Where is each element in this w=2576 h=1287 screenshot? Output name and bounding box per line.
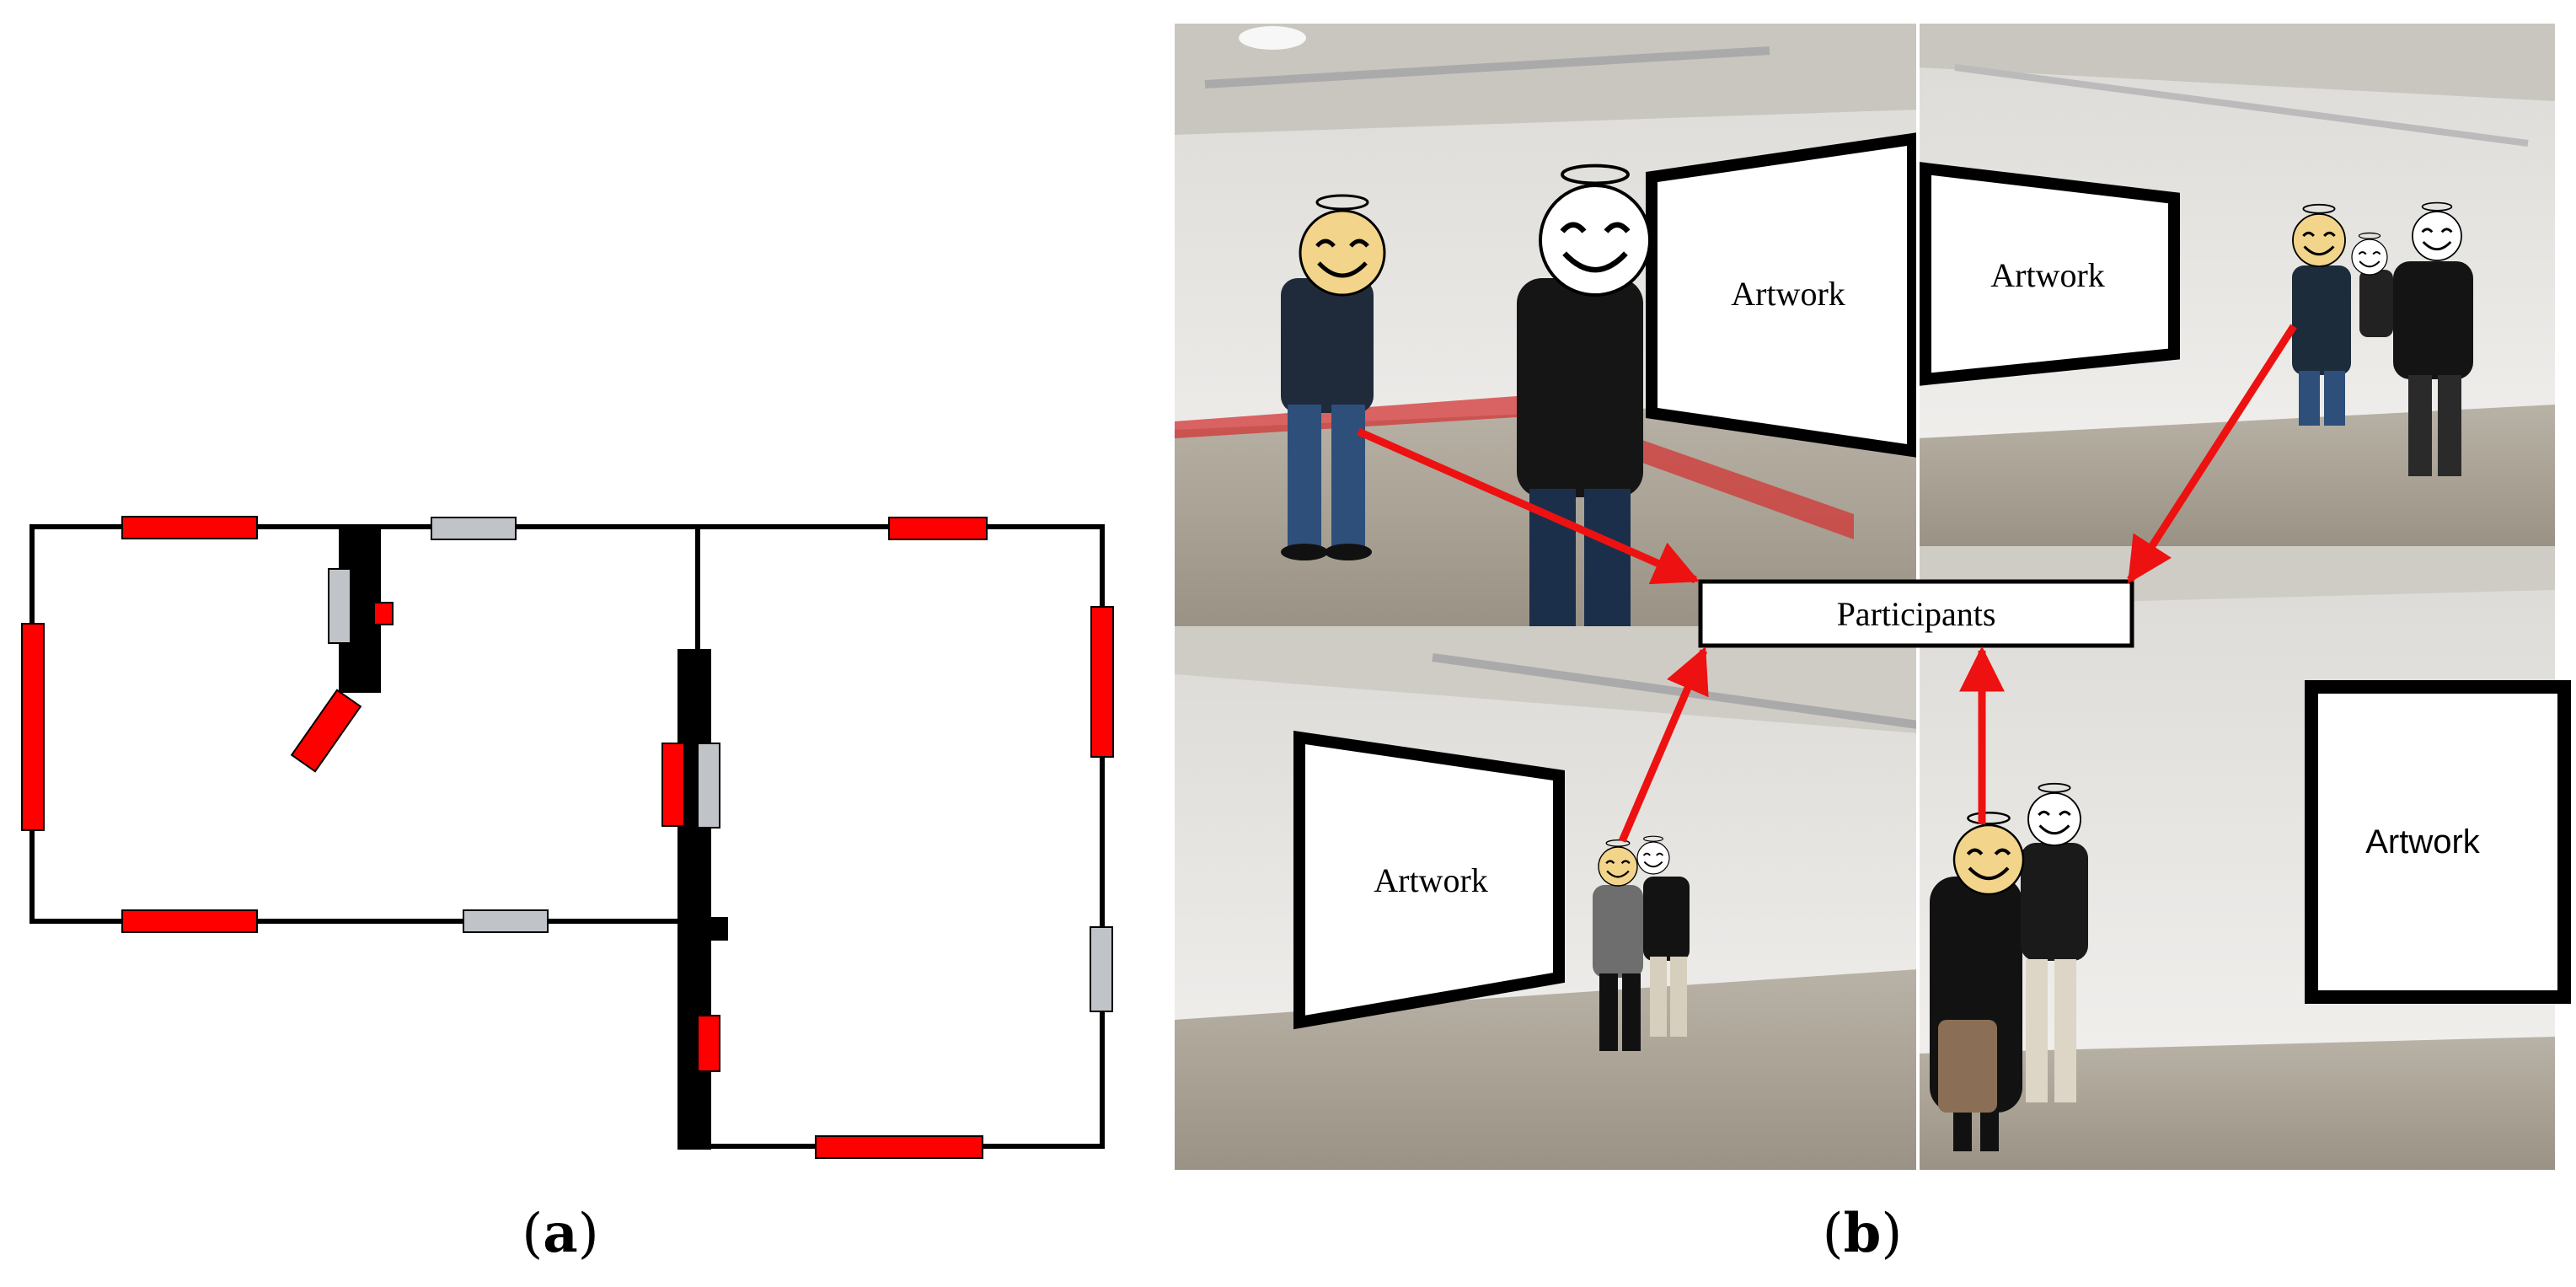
photo-bottom-right: Artwork (1918, 546, 2571, 1170)
gray-marker-bottom (463, 909, 549, 933)
artwork-frame (1646, 131, 1919, 458)
red-marker-partition-upper (661, 743, 685, 827)
red-marker-bottom-left (121, 909, 258, 933)
caption-a: (a) (522, 1202, 598, 1265)
artwork-label: Artwork (2365, 823, 2481, 861)
red-marker-partition-lower (697, 1015, 720, 1072)
participant-figure (2292, 261, 2473, 476)
red-marker-small (373, 602, 394, 625)
photo-collage: Artwork Artwork (1175, 24, 2571, 1265)
participant-figure (1593, 877, 1690, 1051)
participants-label-box (1698, 579, 2134, 648)
arrow-bottom-left (1618, 646, 1709, 843)
gray-markers (328, 517, 1113, 1012)
red-marker-right-wall (1090, 606, 1114, 758)
participant-figure (1281, 278, 1374, 560)
gray-marker-partition-center (697, 743, 720, 829)
artwork-frame (1920, 162, 2180, 386)
red-marker-left-wall (21, 623, 45, 831)
red-marker-top-right (888, 517, 988, 540)
arrow-top-right (2127, 324, 2297, 584)
red-marker-top-left (121, 516, 258, 539)
artwork-label: Artwork (1731, 275, 1845, 313)
gray-marker-right-wall (1090, 926, 1113, 1012)
participants-label: Participants (1837, 595, 1996, 633)
artwork-label: Artwork (1990, 256, 2105, 294)
participant-arrows (1357, 324, 2297, 843)
red-marker-tilted (290, 689, 362, 773)
floor-plan: (a) (21, 516, 1114, 1265)
gray-marker-partition-left (328, 568, 351, 644)
photo-top-left: Artwork (1175, 24, 1919, 626)
participant-figure (1930, 843, 2088, 1151)
arrow-top-left (1357, 427, 1700, 585)
gray-marker-top (431, 517, 517, 540)
partition-wall-stub (711, 917, 728, 941)
right-room-outline (698, 524, 1105, 1149)
partition-wall-center (677, 649, 711, 1150)
artwork-frame (2305, 680, 2571, 1004)
artwork-frame (1293, 730, 1565, 1030)
participant-figure-2 (1517, 278, 1643, 626)
photo-bottom-left: Artwork (1175, 626, 1919, 1170)
red-marker-bottom-right (815, 1135, 983, 1159)
red-markers (21, 516, 1114, 1159)
artwork-label: Artwork (1374, 861, 1488, 899)
photo-top-right: Artwork (1918, 24, 2555, 546)
caption-b: (b) (1823, 1202, 1903, 1265)
